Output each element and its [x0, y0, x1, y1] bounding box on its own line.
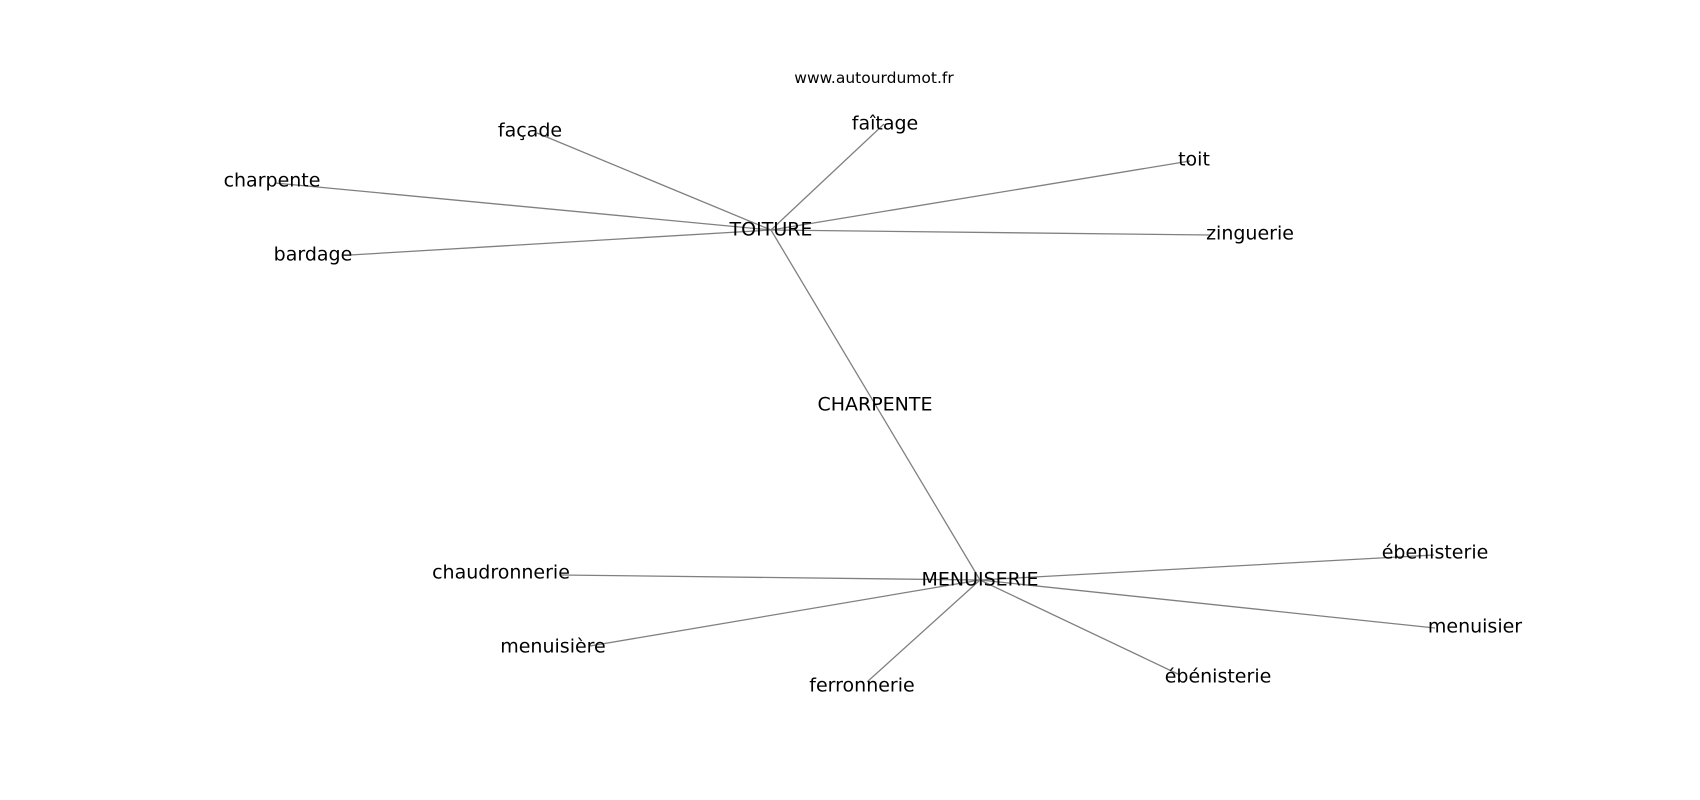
- graph-labels: CHARPENTE TOITURE MENUISERIE façade faîtage t…: [224, 113, 1523, 697]
- node-label-chaudronnerie: chaudronnerie: [432, 562, 570, 584]
- node-label-charpente_center: CHARPENTE: [817, 394, 932, 416]
- edge-menuiserie-menuisiere: [589, 579, 981, 647]
- node-label-bardage: bardage: [274, 244, 353, 266]
- node-label-menuiserie: MENUISERIE: [922, 569, 1039, 591]
- node-label-ebenisterie1: ébenisterie: [1382, 542, 1489, 564]
- graph-edges: [274, 123, 1436, 683]
- node-label-charpente: charpente: [224, 170, 321, 192]
- edge-toiture-bardage: [349, 229, 772, 256]
- edge-toiture-faitage: [770, 123, 885, 231]
- edge-menuiserie-ebenisterie1: [979, 554, 1435, 581]
- node-label-ebenisterie2: ébénisterie: [1165, 666, 1272, 688]
- edge-menuiserie-ferronnerie: [866, 579, 981, 683]
- node-label-menuisier: menuisier: [1428, 616, 1522, 638]
- node-label-zinguerie: zinguerie: [1206, 223, 1294, 245]
- edge-toiture-zinguerie: [770, 229, 1211, 236]
- edge-toiture-menuiserie: [770, 229, 981, 581]
- edge-menuiserie-chaudronnerie: [559, 574, 981, 581]
- node-label-facade: façade: [498, 120, 562, 142]
- watermark: www.autourdumot.fr: [794, 69, 954, 87]
- edge-toiture-charpente: [274, 182, 772, 231]
- edge-toiture-toit: [770, 160, 1191, 231]
- edge-menuiserie-menuisier: [979, 579, 1436, 629]
- node-label-toiture: TOITURE: [729, 219, 813, 241]
- node-label-menuisiere: menuisière: [500, 636, 606, 658]
- node-label-toit: toit: [1178, 149, 1210, 171]
- edge-menuiserie-ebenisterie2: [979, 579, 1181, 676]
- edge-toiture-facade: [536, 132, 772, 231]
- node-label-ferronnerie: ferronnerie: [809, 675, 914, 697]
- node-label-faitage: faîtage: [852, 113, 918, 135]
